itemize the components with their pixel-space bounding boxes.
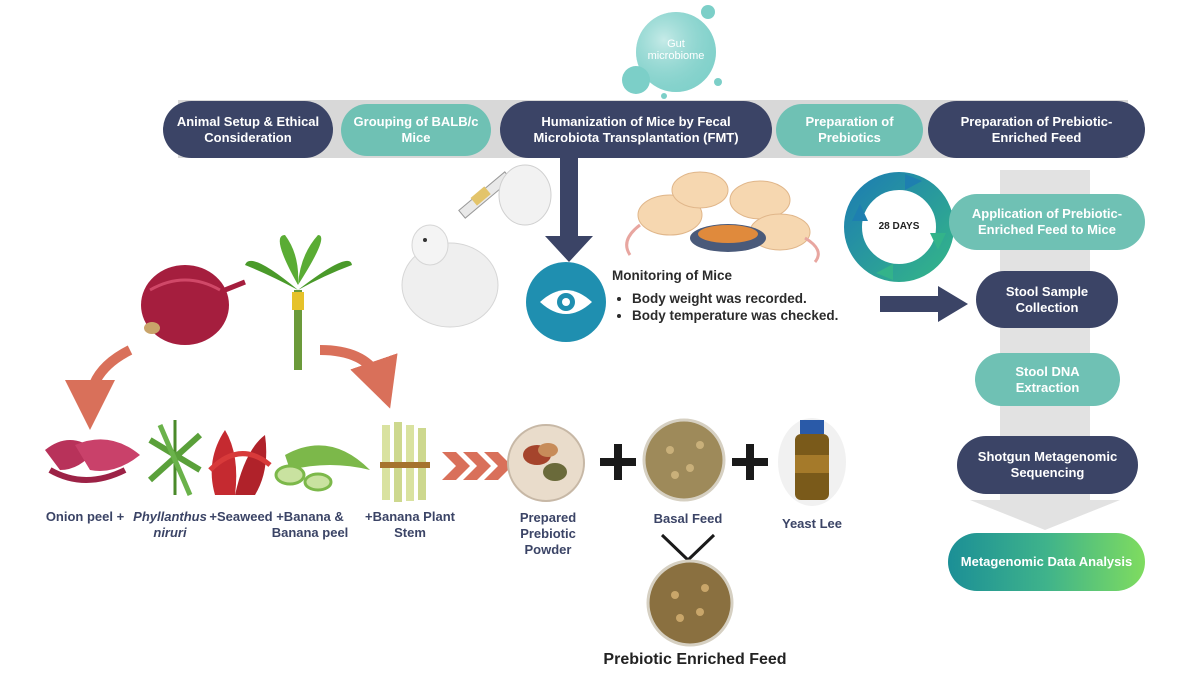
basal-feed-image [642,418,726,502]
monitoring-bullet-weight: Body weight was recorded. [632,291,838,306]
cycle-28-days-icon [844,172,954,282]
label-yeast-lee: Yeast Lee [782,516,842,531]
label-banana-stem: +Banana Plant Stem [365,509,455,540]
monitoring-block: Monitoring of Mice Body weight was recor… [612,268,838,325]
plus-icon-1 [600,444,636,480]
label-basal-feed: Basal Feed [653,511,723,526]
step-preparation-prebiotics: Preparation of Prebiotics [776,104,923,156]
gut-microbiome-bubbles [622,5,722,99]
onion-down-arrow [65,345,133,430]
onion-peel-image [45,439,140,483]
converge-lines [660,533,716,563]
step-animal-setup: Animal Setup & Ethical Consideration [163,101,333,158]
step-dna-extraction: Stool DNA Extraction [975,353,1120,406]
gut-microbiome-label: Gut microbiome [646,38,706,62]
banana-plant-illustration [245,235,352,370]
label-phyllanthus: Phyllanthus niruri [133,509,207,540]
step-grouping-mice: Grouping of BALB/c Mice [341,104,491,156]
monitoring-title: Monitoring of Mice [612,268,732,283]
fmt-down-arrow [545,158,593,262]
cycle-label: 28 DAYS [878,221,920,232]
step-data-analysis: Metagenomic Data Analysis [948,533,1145,591]
gut-line2: microbiome [647,50,705,62]
phyllanthus-image [147,420,203,496]
chevron-arrows-icon [442,452,512,480]
monitoring-list: Body weight was recorded. Body temperatu… [612,291,838,323]
yeast-lee-image [778,418,846,506]
eye-icon [526,262,606,342]
fmt-injection-illustration [401,164,552,328]
banana-image [274,445,370,492]
label-enriched-feed: Prebiotic Enriched Feed [603,651,787,668]
banana-stem-image [380,422,430,502]
step-fmt-humanization: Humanization of Mice by Fecal Microbiota… [500,101,772,158]
gut-line1: Gut [667,38,685,50]
prebiotic-powder-image [507,424,585,502]
onion-illustration [141,265,246,345]
seaweed-image [208,430,272,495]
label-banana: +Banana & Banana peel [271,509,349,540]
plant-down-arrow [319,345,398,409]
label-onion-peel: Onion peel + [45,509,125,524]
step-preparation-feed: Preparation of Prebiotic-Enriched Feed [928,101,1145,158]
plus-icon-2 [732,444,768,480]
step-stool-collection: Stool Sample Collection [976,271,1118,328]
step-shotgun-sequencing: Shotgun Metagenomic Sequencing [957,436,1138,494]
enriched-feed-image [646,559,734,647]
mice-feeding-illustration [625,171,820,263]
monitor-to-stool-arrow [880,286,968,322]
label-seaweed: +Seaweed [209,509,273,524]
step-application-feed: Application of Prebiotic-Enriched Feed t… [949,194,1145,250]
label-prebiotic-powder: Prepared Prebiotic Powder [519,510,577,557]
monitoring-bullet-temperature: Body temperature was checked. [632,308,838,323]
